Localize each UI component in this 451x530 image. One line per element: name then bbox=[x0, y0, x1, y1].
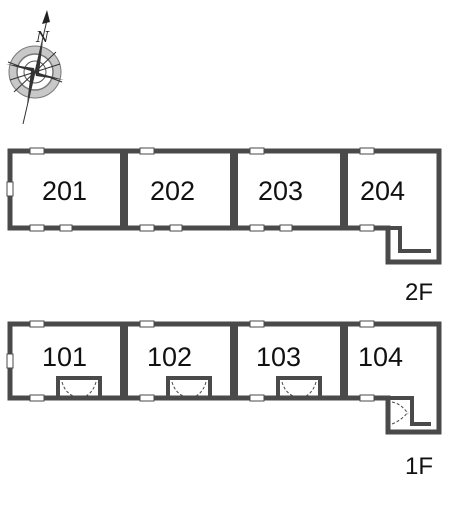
compass-icon: N bbox=[6, 10, 64, 125]
room-number: 103 bbox=[256, 342, 301, 372]
room-number: 203 bbox=[258, 176, 303, 206]
partition-wall bbox=[120, 151, 128, 228]
partition-wall bbox=[230, 324, 238, 398]
room-number: 101 bbox=[42, 342, 87, 372]
floor-label: 2F bbox=[405, 279, 433, 306]
room-number: 201 bbox=[42, 176, 87, 206]
north-label: N bbox=[35, 28, 50, 46]
partition-wall bbox=[120, 324, 128, 398]
floor-2f: 201 202 203 204 2F bbox=[6, 147, 442, 306]
partition-wall bbox=[340, 324, 348, 398]
floor-1f: 101 102 103 104 1F bbox=[6, 320, 442, 480]
floor-label: 1F bbox=[405, 453, 433, 480]
room-number: 204 bbox=[360, 176, 405, 206]
room-number: 202 bbox=[150, 176, 195, 206]
partition-wall bbox=[340, 151, 348, 228]
partition-wall bbox=[230, 151, 238, 228]
room-number: 102 bbox=[147, 342, 192, 372]
room-number: 104 bbox=[358, 342, 403, 372]
